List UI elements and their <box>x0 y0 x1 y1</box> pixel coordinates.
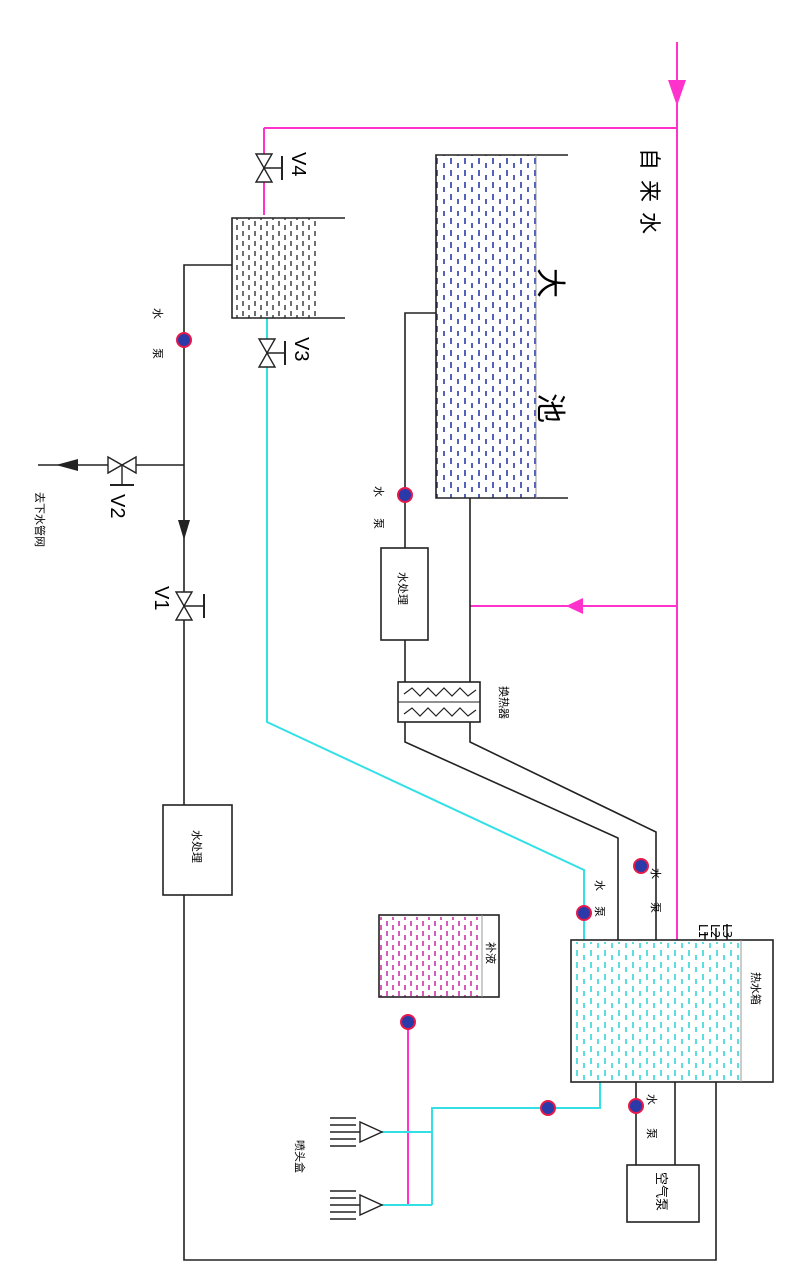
pump-mix[interactable] <box>400 1014 416 1030</box>
l3-label: L3 <box>720 924 734 938</box>
pump-pool[interactable]: 水 泵 <box>372 486 413 529</box>
treatment-unit-left: 水处理 <box>162 804 233 896</box>
heat-exchanger-label: 换热器 <box>497 686 511 719</box>
pump-label: 水 <box>372 486 385 497</box>
v1-label: V1 <box>150 586 172 610</box>
upper-tank <box>231 217 345 319</box>
pump-label: 泵 <box>372 518 385 529</box>
pump-black-line[interactable]: 水 泵 <box>633 858 662 913</box>
heat-exchanger: 换热器 <box>397 681 511 723</box>
pump-upper-left[interactable]: 水 泵 <box>151 308 192 359</box>
tap-water-label: 自来水 <box>636 148 661 244</box>
inlet-arrow-icon <box>668 80 686 106</box>
valve-v2[interactable]: V2 <box>106 455 137 518</box>
pump-label: 水 <box>645 1094 658 1105</box>
v3-label: V3 <box>290 337 312 361</box>
pump-label: 泵 <box>151 348 164 359</box>
branch-arrow-icon <box>566 598 583 614</box>
l1-label: L1 <box>696 924 710 938</box>
v4-label: V4 <box>287 152 309 176</box>
tap-water-lines <box>263 42 678 1205</box>
pump-label: 泵 <box>649 902 662 913</box>
air-pump-label: 空气泵 <box>653 1172 669 1211</box>
v2-label: V2 <box>106 494 128 518</box>
l2-label: L2 <box>708 924 722 938</box>
hot-water-tank-label: 热水箱 <box>749 972 763 1005</box>
drain-arrow-icon <box>56 459 78 471</box>
valve-v4[interactable]: V4 <box>254 152 309 183</box>
treatment-unit-mid-label: 水处理 <box>396 572 409 605</box>
flow-down-arrow-icon <box>178 520 190 540</box>
treatment-unit-left-label: 水处理 <box>190 830 203 863</box>
big-pool: 大 池 <box>435 154 568 499</box>
pump-label: 水 <box>649 868 662 879</box>
sprinkler-label: 喷头盒 <box>293 1140 307 1173</box>
mixing-tank: 补液 <box>378 914 500 998</box>
treatment-unit-mid: 水处理 <box>380 547 429 641</box>
pump-sprinkler[interactable] <box>540 1100 556 1116</box>
sprinkler-heads <box>330 1117 384 1220</box>
pump-label: 水 <box>593 880 606 891</box>
pump-label: 水 <box>151 308 164 319</box>
pump-air[interactable]: 水 泵 <box>628 1094 658 1139</box>
valve-v3[interactable]: V3 <box>257 337 312 368</box>
mixing-tank-label: 补液 <box>484 942 498 964</box>
valve-v1[interactable]: V1 <box>150 586 205 621</box>
big-pool-label-1: 大 <box>532 268 567 298</box>
process-lines <box>38 264 717 1261</box>
pump-label: 泵 <box>645 1128 658 1139</box>
pump-label: 泵 <box>593 906 606 917</box>
air-pump-unit: 空气泵 <box>626 1164 700 1223</box>
level-sensors <box>704 924 728 940</box>
hot-water-tank: 热水箱 L1 L2 L3 <box>570 924 774 1083</box>
pump-cold-line[interactable]: 水 泵 <box>576 880 606 921</box>
drain-label: 去下水管网 <box>33 492 47 547</box>
cold-water-lines <box>266 318 601 1206</box>
big-pool-label-2: 池 <box>532 393 567 423</box>
